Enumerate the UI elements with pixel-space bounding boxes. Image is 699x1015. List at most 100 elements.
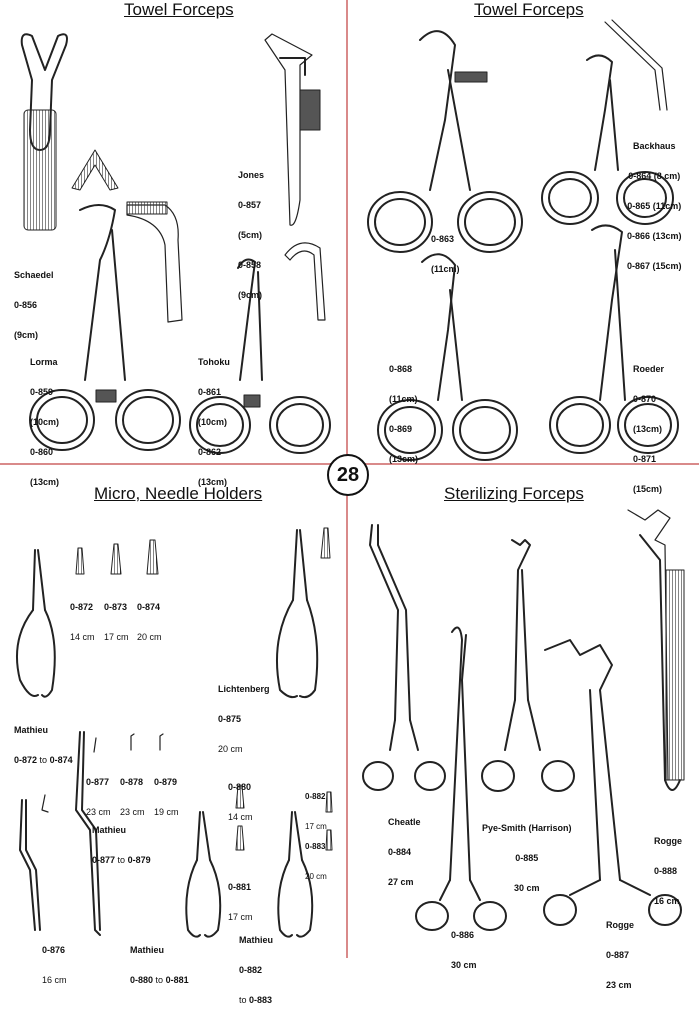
mathieu-877-to: to [117,855,126,865]
mathieu-880-to: to [155,975,164,985]
backhaus-name: Backhaus [633,141,676,151]
tip-877-label: 0-877 23 cm [86,757,111,827]
rogge-888-label: Rogge 0-888 16 cm [654,816,682,916]
jones-label: Jones 0-857 (5cm) 0-858 (9cm) [238,150,264,310]
roeder-label: Roeder 0-870 (13cm) 0-871 (15cm) [633,344,664,504]
tip-880-label: 0-880 14 cm [228,762,253,832]
tip-880-size: 14 cm [228,812,253,822]
pyesmith-name: Pye-Smith (Harrison) [482,823,572,833]
jones-line3: 0-858 [238,260,262,270]
tip-882-size: 17 cm [305,822,327,831]
item-876-label: 0-876 16 cm [42,925,67,995]
cheatle-code: 0-884 [388,847,412,857]
tip-883-drawing [325,829,333,851]
schaedel-forceps-drawing [20,33,68,231]
roeder-forceps-drawing [549,224,679,454]
tip-873-code: 0-873 [104,602,128,612]
tip-872-drawing [75,547,85,575]
cheatle-label: Cheatle 0-884 27 cm [388,797,421,897]
tip-874-size: 20 cm [137,632,162,642]
mathieu-877-drawing [75,731,101,936]
tip-881-size: 17 cm [228,912,253,922]
item-876-size: 16 cm [42,975,67,985]
rogge-888-drawing [627,509,685,791]
tip-881-drawing [235,825,245,851]
backhaus-label: Backhaus 0-864 (8 cm) 0-865 (11cm) 0-866… [627,121,682,281]
tip-878-size: 23 cm [120,807,145,817]
tip-874-code: 0-874 [137,602,161,612]
tip-872-size: 14 cm [70,632,95,642]
jones-name: Jones [238,170,265,180]
mathieu-880-name: Mathieu [130,945,165,955]
lorma-line3: 0-860 [30,447,54,457]
page-number-badge: 28 [327,454,369,496]
rogge-887-drawing [543,639,682,926]
schaedel-code: 0-856 [14,300,38,310]
jones-forceps-drawing [264,33,321,226]
rogge-887-code: 0-887 [606,950,630,960]
sterilizing-forceps-title: Sterilizing Forceps [444,484,584,503]
tohoku-label: Tohoku 0-861 (10cm) 0-862 (13cm) [198,337,230,497]
lichtenberg-code: 0-875 [218,714,242,724]
lorma-tip-drawing [126,201,183,323]
pyesmith-size: 30 cm [514,883,540,893]
tip-879-code: 0-879 [154,777,178,787]
mathieu-882-name: Mathieu [239,935,274,945]
item-868-line4: (13cm) [389,454,419,464]
mathieu-882-drawing [277,811,314,938]
tohoku-name: Tohoku [198,357,230,367]
tip-880-code: 0-880 [228,782,252,792]
cheatle-size: 27 cm [388,877,414,887]
tip-882-label: 0-882 17 cm [305,772,327,842]
item-863-line2: (11cm) [431,264,460,274]
towel-forceps-title-right: Towel Forceps [474,0,584,19]
tip-877-code: 0-877 [86,777,110,787]
tip-883-code: 0-883 [305,842,326,851]
mathieu-877-code-b: 0-879 [127,855,151,865]
backhaus-line3: 0-866 (13cm) [627,231,682,241]
tohoku-line4: (13cm) [198,477,228,487]
tip-879-size: 19 cm [154,807,179,817]
tohoku-line1: 0-861 [198,387,222,397]
tip-881-code: 0-881 [228,882,252,892]
tohoku-tip-drawing [284,242,326,321]
mathieu-877-name: Mathieu [92,825,127,835]
backhaus-tip-drawing [604,19,668,111]
tip-878-drawing [130,733,135,751]
pyesmith-label: Pye-Smith (Harrison) 0-885 30 cm [482,803,572,903]
lorma-name: Lorma [30,357,58,367]
mathieu-880-code-b: 0-881 [165,975,189,985]
mathieu-872-label: Mathieu 0-872 to 0-874 [14,705,73,775]
cheatle-drawing [362,524,446,791]
item-886-label: 0-886 30 cm [451,910,477,980]
mathieu-872-drawing [16,549,56,698]
tip-879-drawing [159,733,164,751]
roeder-line4: (15cm) [633,484,663,494]
tip-877-drawing [93,737,97,753]
tip-880-drawing [235,785,245,809]
mathieu-882-code-a: 0-882 [239,965,263,975]
lichtenberg-name: Lichtenberg [218,684,270,694]
roeder-line3: 0-871 [633,454,657,464]
schaedel-name: Schaedel [14,270,54,280]
pyesmith-code: 0-885 [515,853,539,863]
mathieu-882-label: Mathieu 0-882 to 0-883 [239,915,273,1015]
item-886-drawing [415,626,507,931]
tip-881-label: 0-881 17 cm [228,862,253,932]
backhaus-line2: 0-865 (11cm) [627,201,682,211]
tip-878-label: 0-878 23 cm [120,757,145,827]
tip-878-code: 0-878 [120,777,144,787]
mathieu-880-drawing [185,811,222,938]
mathieu-872-to: to [39,755,48,765]
backhaus-line1: 0-864 (8 cm) [628,171,681,181]
jones-line2: (5cm) [238,230,263,240]
mathieu-877-code-a: 0-877 [92,855,116,865]
tip-883-label: 0-883 20 cm [305,822,327,892]
mathieu-882-code-b: 0-883 [249,995,273,1005]
jones-line1: 0-857 [238,200,262,210]
item-868-line3: 0-869 [389,424,413,434]
forceps-868-drawing [377,253,518,461]
tip-874-label: 0-874 20 cm [137,582,162,652]
mathieu-880-code-a: 0-880 [130,975,154,985]
roeder-name: Roeder [633,364,665,374]
